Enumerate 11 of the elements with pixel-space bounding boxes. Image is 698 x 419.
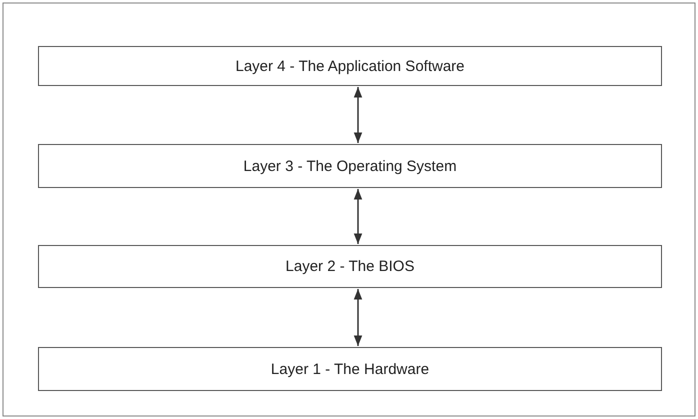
layer-box — [38, 347, 662, 391]
arrow — [354, 87, 362, 143]
layer-box — [38, 46, 662, 86]
layer-box — [38, 245, 662, 288]
layer-label: Layer 1 - The Hardware — [270, 360, 430, 378]
arrow — [354, 189, 362, 244]
layer-box — [38, 144, 662, 188]
layer-label: Layer 2 - The BIOS — [286, 258, 414, 275]
arrow — [354, 289, 362, 346]
layer-label: Layer 4 - The Application Software — [235, 58, 465, 74]
layer-label: Layer 3 - The Operating System — [243, 158, 457, 174]
